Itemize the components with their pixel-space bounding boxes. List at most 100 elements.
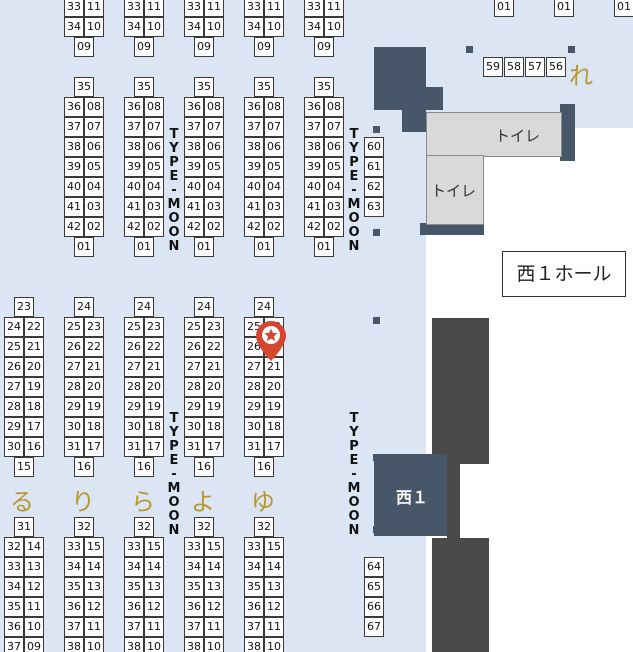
- booth-space[interactable]: 33: [244, 0, 264, 17]
- booth-space[interactable]: 02: [144, 217, 164, 237]
- booth-space[interactable]: 40: [244, 177, 264, 197]
- booth-space[interactable]: 34: [244, 17, 264, 37]
- booth-space[interactable]: 40: [184, 177, 204, 197]
- booth-space[interactable]: 39: [64, 157, 84, 177]
- booth-space[interactable]: 24: [194, 297, 214, 317]
- booth-space[interactable]: 10: [84, 637, 104, 652]
- booth-space[interactable]: 29: [184, 397, 204, 417]
- booth-space[interactable]: 56: [546, 57, 566, 77]
- booth-space[interactable]: 36: [64, 597, 84, 617]
- booth-space[interactable]: 10: [84, 17, 104, 37]
- booth-space[interactable]: 21: [84, 357, 104, 377]
- booth-space[interactable]: 37: [184, 117, 204, 137]
- booth-space[interactable]: 18: [24, 397, 44, 417]
- booth-space[interactable]: 30: [184, 417, 204, 437]
- booth-space[interactable]: 10: [204, 17, 224, 37]
- booth-space[interactable]: 18: [204, 417, 224, 437]
- booth-space[interactable]: 10: [24, 617, 44, 637]
- booth-space[interactable]: 37: [244, 117, 264, 137]
- booth-space[interactable]: 38: [124, 637, 144, 652]
- booth-space[interactable]: 07: [264, 117, 284, 137]
- booth-space[interactable]: 25: [4, 337, 24, 357]
- booth-space[interactable]: 09: [134, 37, 154, 57]
- booth-space[interactable]: 35: [194, 77, 214, 97]
- booth-space[interactable]: 37: [304, 117, 324, 137]
- booth-space[interactable]: 18: [144, 417, 164, 437]
- booth-space[interactable]: 01: [254, 237, 274, 257]
- booth-space[interactable]: 26: [4, 357, 24, 377]
- booth-space[interactable]: 35: [254, 77, 274, 97]
- booth-space[interactable]: 02: [324, 217, 344, 237]
- booth-space[interactable]: 23: [14, 297, 34, 317]
- booth-space[interactable]: 65: [364, 577, 384, 597]
- booth-space[interactable]: 22: [144, 337, 164, 357]
- booth-space[interactable]: 35: [124, 577, 144, 597]
- booth-space[interactable]: 26: [124, 337, 144, 357]
- booth-space[interactable]: 08: [144, 97, 164, 117]
- booth-space[interactable]: 31: [244, 437, 264, 457]
- booth-space[interactable]: 37: [64, 617, 84, 637]
- booth-space[interactable]: 32: [4, 537, 24, 557]
- booth-space[interactable]: 08: [264, 97, 284, 117]
- booth-space[interactable]: 03: [264, 197, 284, 217]
- booth-space[interactable]: 13: [24, 557, 44, 577]
- booth-space[interactable]: 34: [124, 557, 144, 577]
- booth-space[interactable]: 16: [254, 457, 274, 477]
- booth-space[interactable]: 34: [184, 557, 204, 577]
- booth-space[interactable]: 34: [4, 577, 24, 597]
- booth-space[interactable]: 25: [184, 317, 204, 337]
- booth-space[interactable]: 10: [264, 637, 284, 652]
- booth-space[interactable]: 18: [264, 417, 284, 437]
- booth-space[interactable]: 60: [364, 137, 384, 157]
- booth-space[interactable]: 38: [244, 137, 264, 157]
- booth-space[interactable]: 09: [314, 37, 334, 57]
- booth-space[interactable]: 23: [84, 317, 104, 337]
- booth-space[interactable]: 10: [144, 637, 164, 652]
- booth-space[interactable]: 34: [64, 17, 84, 37]
- booth-space[interactable]: 22: [24, 317, 44, 337]
- booth-space[interactable]: 40: [124, 177, 144, 197]
- booth-space[interactable]: 04: [264, 177, 284, 197]
- booth-space[interactable]: 41: [124, 197, 144, 217]
- booth-space[interactable]: 17: [204, 437, 224, 457]
- booth-space[interactable]: 28: [64, 377, 84, 397]
- booth-space[interactable]: 39: [244, 157, 264, 177]
- booth-space[interactable]: 11: [204, 617, 224, 637]
- booth-space[interactable]: 21: [204, 357, 224, 377]
- booth-space[interactable]: 19: [84, 397, 104, 417]
- booth-space[interactable]: 06: [144, 137, 164, 157]
- booth-space[interactable]: 38: [64, 137, 84, 157]
- booth-space[interactable]: 41: [304, 197, 324, 217]
- booth-space[interactable]: 31: [124, 437, 144, 457]
- booth-space[interactable]: 37: [124, 117, 144, 137]
- booth-space[interactable]: 64: [364, 557, 384, 577]
- booth-space[interactable]: 32: [254, 517, 274, 537]
- booth-space[interactable]: 41: [64, 197, 84, 217]
- booth-space[interactable]: 40: [64, 177, 84, 197]
- booth-space[interactable]: 31: [64, 437, 84, 457]
- booth-space[interactable]: 36: [64, 97, 84, 117]
- booth-space[interactable]: 16: [24, 437, 44, 457]
- booth-space[interactable]: 19: [144, 397, 164, 417]
- booth-space[interactable]: 34: [64, 557, 84, 577]
- booth-space[interactable]: 24: [4, 317, 24, 337]
- booth-space[interactable]: 27: [4, 377, 24, 397]
- booth-space[interactable]: 14: [84, 557, 104, 577]
- booth-space[interactable]: 05: [204, 157, 224, 177]
- booth-space[interactable]: 40: [304, 177, 324, 197]
- booth-space[interactable]: 13: [204, 577, 224, 597]
- booth-space[interactable]: 19: [264, 397, 284, 417]
- booth-space[interactable]: 22: [84, 337, 104, 357]
- booth-space[interactable]: 33: [124, 0, 144, 17]
- booth-space[interactable]: 38: [304, 137, 324, 157]
- booth-space[interactable]: 11: [24, 597, 44, 617]
- booth-space[interactable]: 16: [74, 457, 94, 477]
- booth-space[interactable]: 04: [84, 177, 104, 197]
- booth-space[interactable]: 33: [4, 557, 24, 577]
- booth-space[interactable]: 59: [483, 57, 503, 77]
- booth-space[interactable]: 57: [525, 57, 545, 77]
- booth-space[interactable]: 11: [264, 617, 284, 637]
- booth-space[interactable]: 19: [24, 377, 44, 397]
- booth-space[interactable]: 12: [204, 597, 224, 617]
- booth-space[interactable]: 09: [194, 37, 214, 57]
